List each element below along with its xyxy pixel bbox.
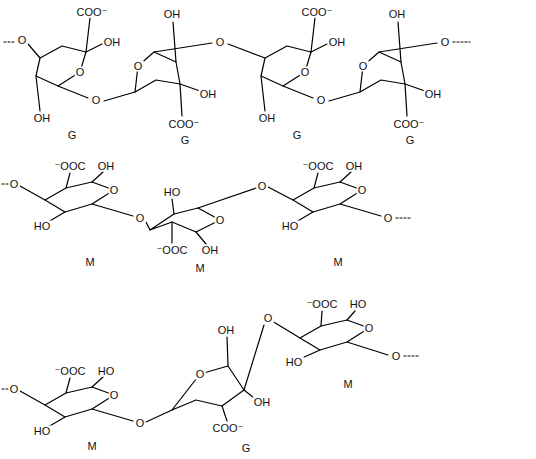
structure-label: HO <box>349 299 368 310</box>
structure-label: COO⁻ <box>393 119 426 130</box>
structure-label: ⁻OOC <box>156 245 189 256</box>
structure-label: HO <box>163 187 182 198</box>
structure-label: OH <box>217 325 236 336</box>
structure-label: M <box>342 379 353 390</box>
structure-label: HO <box>33 426 52 437</box>
structure-label: O <box>316 95 327 106</box>
structure-label: O <box>263 313 274 324</box>
structure-label: O <box>17 35 28 46</box>
structure-label: COO⁻ <box>301 7 334 18</box>
structure-label: M <box>84 257 95 268</box>
structure-label: COO⁻ <box>168 119 201 130</box>
structure-label: OH <box>97 161 116 172</box>
structure-label: O <box>195 369 206 380</box>
structure-label: O <box>357 185 368 196</box>
structure-label: M <box>332 257 343 268</box>
structure-label: O <box>9 179 20 190</box>
structure-label: O <box>109 185 120 196</box>
structure-label: OH <box>201 245 220 256</box>
structure-label: O <box>391 351 402 362</box>
structure-label: OH <box>388 9 407 20</box>
structure-label: HO <box>285 357 304 368</box>
structure-label: OH <box>258 113 277 124</box>
structure-label: O <box>9 384 20 395</box>
structure-label: O <box>215 37 226 48</box>
structure-label: COO⁻ <box>212 423 245 434</box>
structure-label: O <box>75 67 86 78</box>
structure-label: OH <box>33 113 52 124</box>
structure-label: G <box>241 443 252 454</box>
structure-label: OH <box>199 89 218 100</box>
structure-label: O <box>257 181 268 192</box>
structure-label: M <box>194 263 205 274</box>
structure-label: HO <box>281 221 300 232</box>
structure-label: OH <box>424 89 443 100</box>
structure-label: O <box>135 213 146 224</box>
mg-block-chain <box>2 311 420 427</box>
structure-label: OH <box>345 161 364 172</box>
structure-label: HO <box>33 221 52 232</box>
structure-label: OH <box>163 9 182 20</box>
structure-label: OH <box>328 37 347 48</box>
structure-label: O <box>358 61 369 72</box>
structure-label: O <box>383 213 394 224</box>
m-block-chain <box>2 172 412 244</box>
structure-label: O <box>135 418 146 429</box>
structure-label: O <box>300 67 311 78</box>
structure-label: OH <box>103 37 122 48</box>
structure-label: O <box>440 37 451 48</box>
structure-label: G <box>405 135 416 146</box>
structure-label: ⁻OOC <box>302 161 335 172</box>
structure-label: O <box>215 215 226 226</box>
structure-label: M <box>86 441 97 452</box>
structure-label: O <box>91 95 102 106</box>
structure-label: HO <box>97 366 116 377</box>
g-block-chain <box>4 18 470 116</box>
structure-label: G <box>180 135 191 146</box>
structure-label: ⁻OOC <box>54 366 87 377</box>
structure-label: G <box>67 130 78 141</box>
structure-label: ⁻OOC <box>54 161 87 172</box>
structure-label: COO⁻ <box>76 7 109 18</box>
structure-label: O <box>364 323 375 334</box>
structure-label: O <box>109 390 120 401</box>
structure-label: G <box>292 130 303 141</box>
structure-label: O <box>133 61 144 72</box>
structure-label: ⁻OOC <box>306 299 339 310</box>
structure-label: OH <box>253 397 272 408</box>
